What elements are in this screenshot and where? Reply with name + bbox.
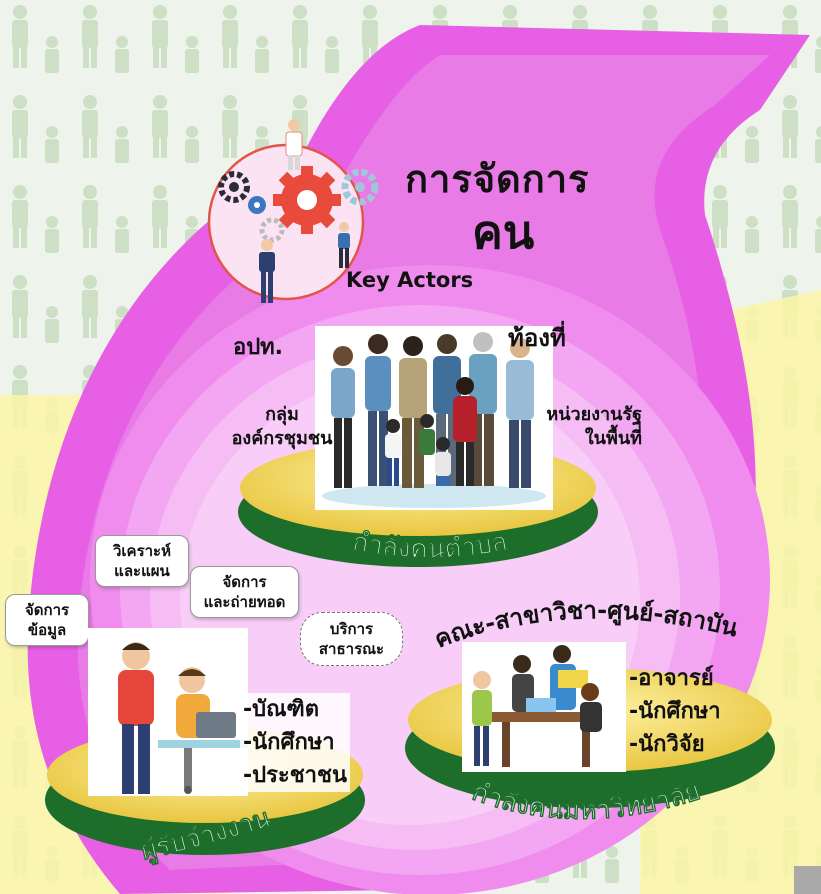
person-top-icon	[285, 119, 303, 170]
university-list-item: -นักศึกษา	[629, 699, 721, 724]
title-line1: การจัดการ	[405, 157, 590, 201]
contractor-list-item: -นักศึกษา	[240, 726, 350, 759]
bubble-public-service: บริการ สาธารณะ	[300, 612, 403, 666]
contractor-list-item: -ประชาชน	[240, 759, 350, 792]
actor-community-group: กลุ่ม องค์กรชุมชน	[231, 404, 333, 449]
svg-text:กำลังคนตำบล: กำลังคนตำบล	[350, 527, 509, 565]
bubble-manage-transfer: จัดการ และถ่ายทอด	[190, 566, 299, 618]
university-list-item: -นักวิจัย	[629, 732, 705, 757]
gears-people-icon	[218, 119, 379, 303]
university-list: -อาจารย์ -นักศึกษา -นักวิจัย	[626, 662, 724, 761]
contractor-platform-label: ผู้รับจ้างงาน	[138, 808, 275, 868]
contractor-list: -บัณฑิต -นักศึกษา -ประชาชน	[240, 693, 350, 792]
university-label-text: กำลังคนมหาวิทยาลัย	[468, 776, 704, 826]
dark-gear-icon	[218, 171, 250, 203]
university-photo	[462, 642, 626, 772]
tambon-label-text: กำลังคนตำบล	[350, 527, 510, 565]
community-photo	[315, 326, 553, 510]
actor-tongti: ท้องที่	[508, 324, 566, 352]
light-gear-icon	[341, 168, 379, 206]
red-gear-icon	[273, 166, 341, 234]
person-right-icon	[338, 222, 350, 268]
workers-photo	[88, 628, 248, 796]
bubble-analysis-plan: วิเคราะห์ และแผน	[95, 535, 189, 587]
key-actors-label: Key Actors	[346, 268, 474, 292]
title-line2: คน	[472, 205, 535, 259]
contractor-list-item: -บัณฑิต	[240, 693, 350, 726]
contractor-label-text: ผู้รับจ้างงาน	[138, 808, 275, 868]
actor-gov-agency: หน่วยงานรัฐ ในพื้นที่	[546, 404, 642, 449]
svg-text:กำลังคนมหาวิทยาลัย: กำลังคนมหาวิทยาลัย	[468, 776, 703, 826]
university-list-item: -อาจารย์	[629, 666, 714, 691]
gray-gear-icon	[259, 217, 285, 243]
bubble-data-management: จัดการ ข้อมูล	[5, 594, 89, 646]
actor-opt: อปท.	[233, 335, 284, 360]
person-left-icon	[259, 239, 275, 303]
university-platform-label: กำลังคนมหาวิทยาลัย	[468, 776, 704, 826]
tambon-platform-label: กำลังคนตำบล	[350, 527, 510, 565]
blue-gear-icon	[248, 196, 266, 214]
svg-text:ผู้รับจ้างงาน: ผู้รับจ้างงาน	[138, 808, 274, 868]
